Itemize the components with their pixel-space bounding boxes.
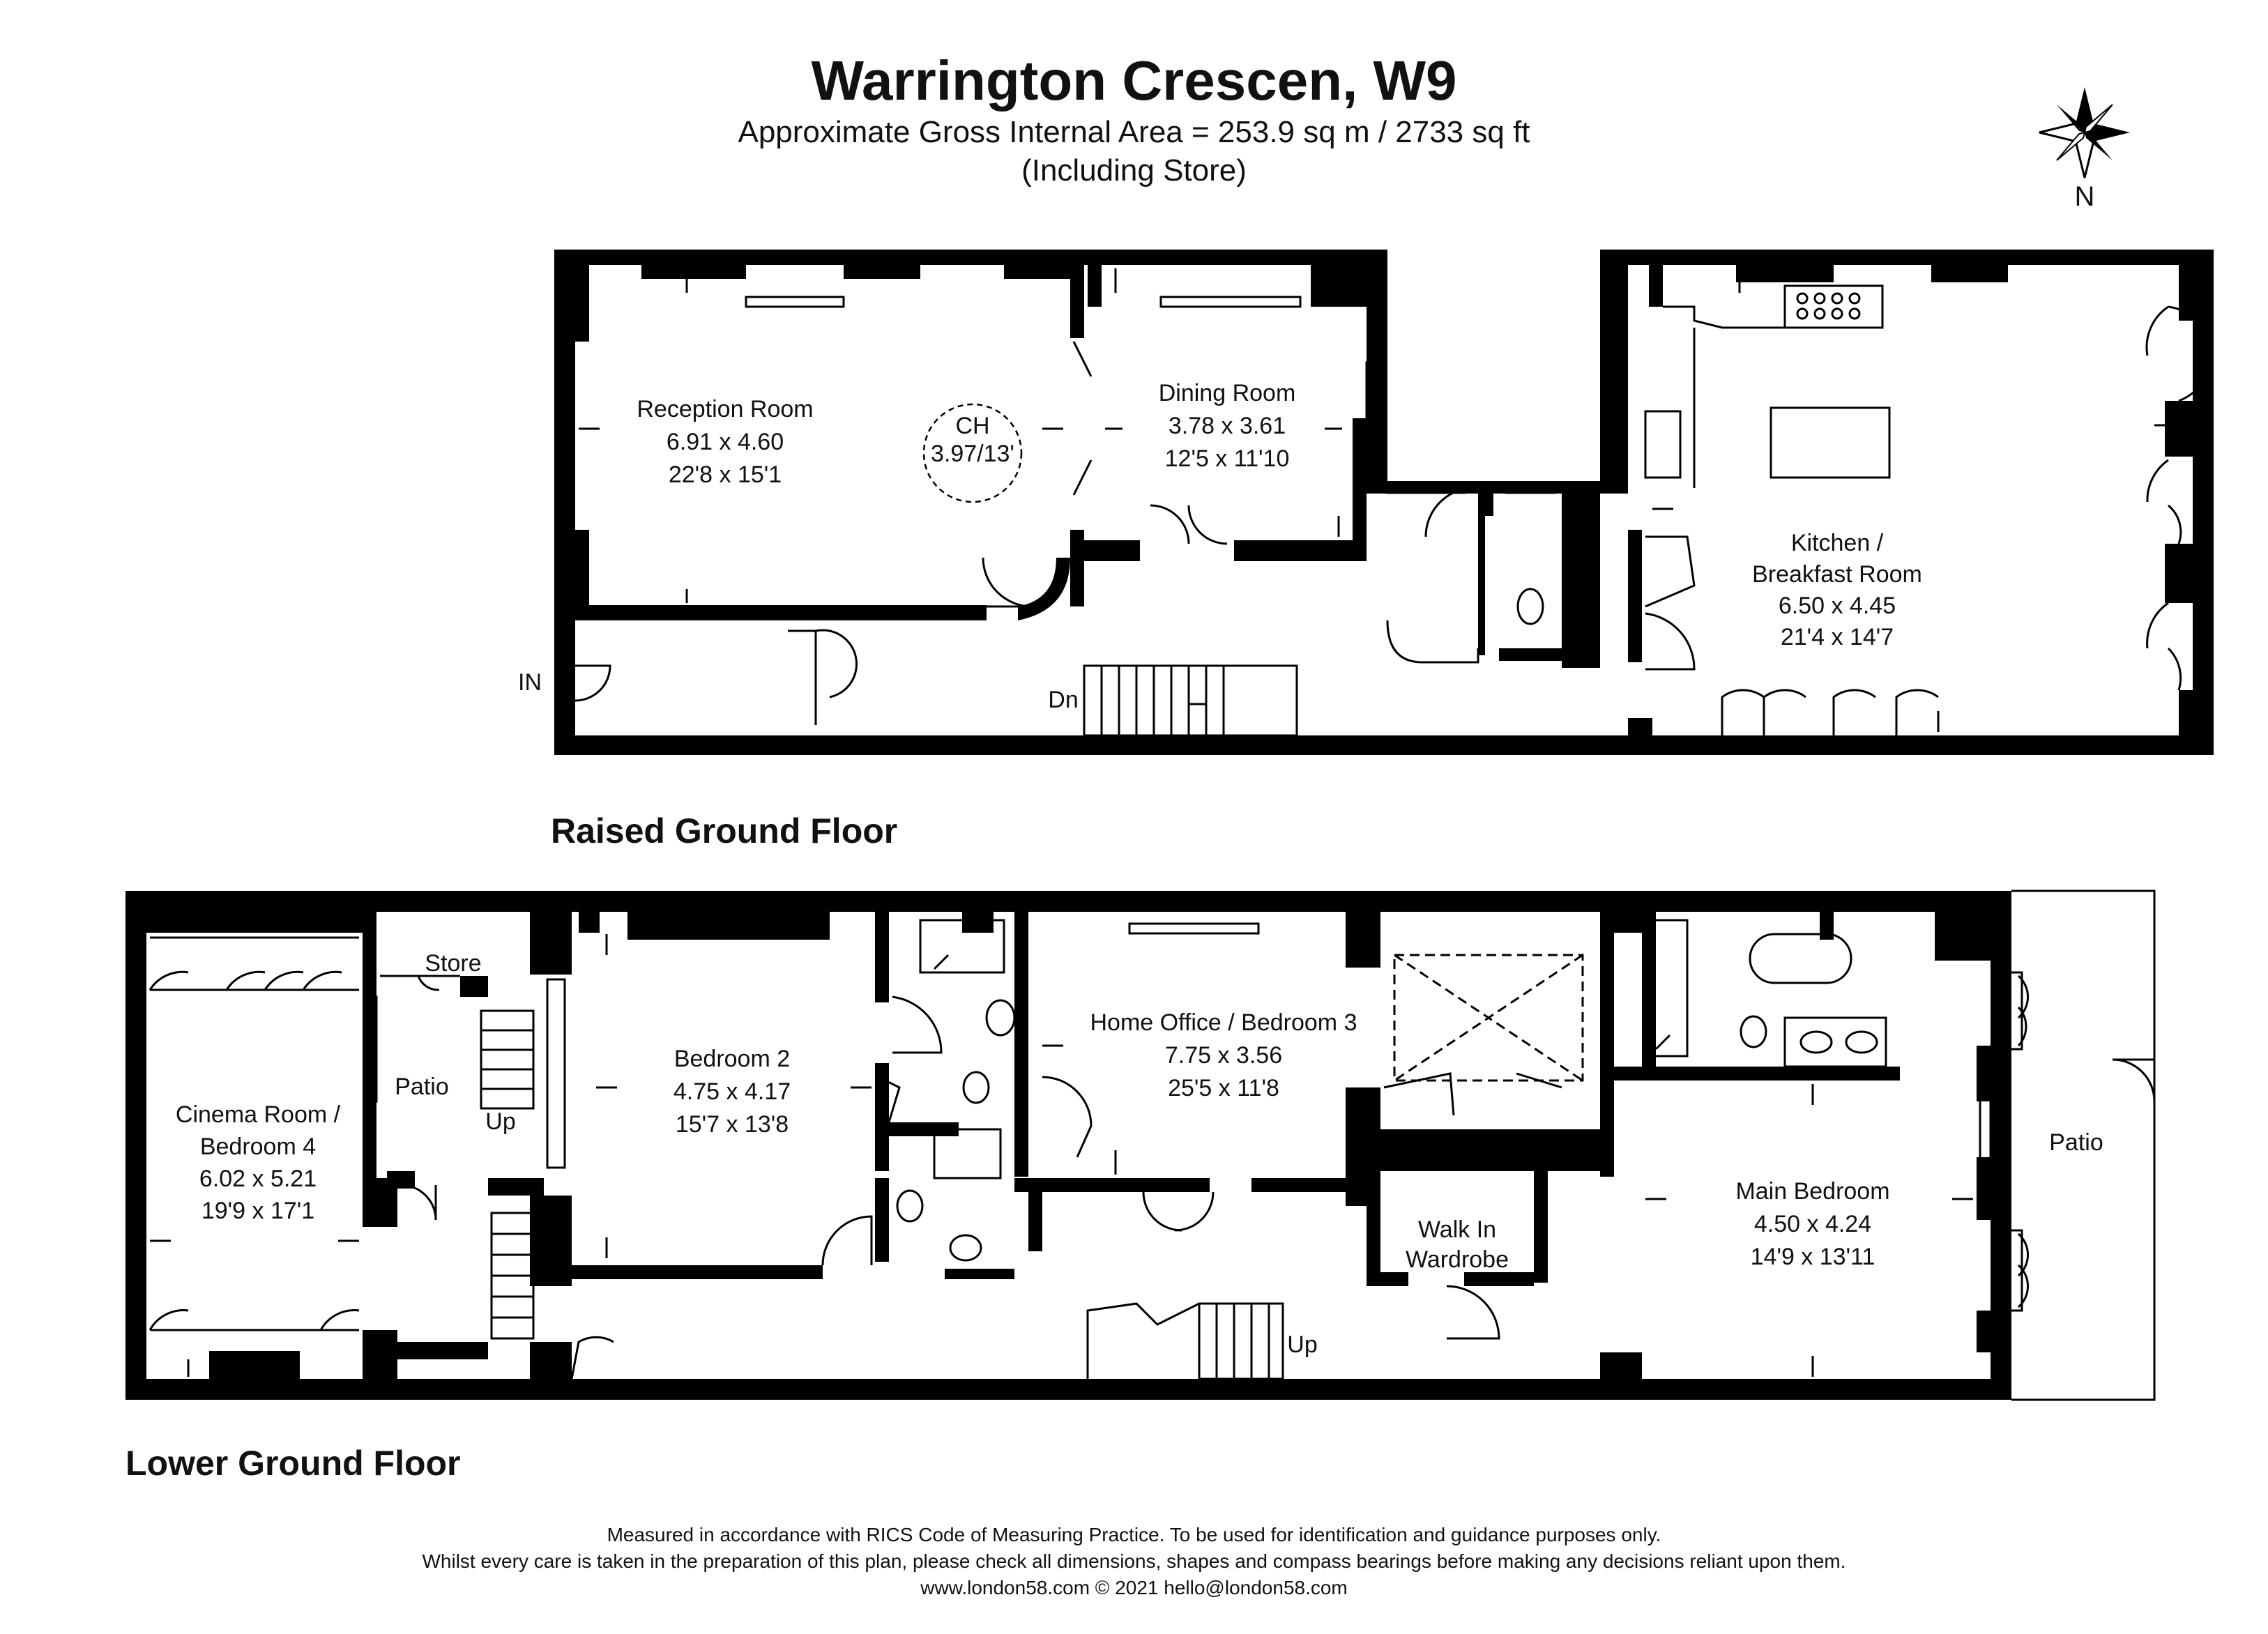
plan-title: Warrington Crescen, W9 <box>811 49 1457 112</box>
bedroom2-imperial: 15'7 x 13'8 <box>676 1111 789 1138</box>
compass-icon <box>2039 87 2130 178</box>
compass-north-label: N <box>2075 181 2095 212</box>
kitchen-name-line2: Breakfast Room <box>1752 561 1922 588</box>
kitchen-metric: 6.50 x 4.45 <box>1779 593 1896 619</box>
entrance-label: IN <box>518 669 542 696</box>
bedroom2-metric: 4.75 x 4.17 <box>673 1078 791 1105</box>
main-bedroom-metric: 4.50 x 4.24 <box>1754 1211 1871 1237</box>
patio-left-label: Patio <box>395 1074 449 1100</box>
dining-room-name: Dining Room <box>1159 380 1296 406</box>
cinema-room-metric: 6.02 x 5.21 <box>199 1166 317 1192</box>
reception-room-imperial: 22'8 x 15'1 <box>669 461 782 488</box>
raised-ground-floor-labels: Reception Room 6.91 x 4.60 22'8 x 15'1 C… <box>518 380 1922 713</box>
area-note: (Including Store) <box>1021 153 1247 188</box>
store-label: Store <box>425 950 481 977</box>
ceiling-height-label: CH <box>955 413 989 439</box>
patio-right-label: Patio <box>2049 1129 2103 1156</box>
lower-ground-floor-walls <box>125 891 2011 1400</box>
wardrobe-name-line1: Walk In <box>1418 1216 1496 1243</box>
stairs-up-right-label: Up <box>1287 1331 1317 1358</box>
stairs-up-left-label: Up <box>485 1108 515 1135</box>
lower-ground-floor-label: Lower Ground Floor <box>125 1444 461 1483</box>
wardrobe-name-line2: Wardrobe <box>1406 1246 1509 1273</box>
main-bedroom-imperial: 14'9 x 13'11 <box>1751 1244 1875 1270</box>
stairs-down-label: Dn <box>1048 687 1078 713</box>
lower-ground-floor-labels: Cinema Room / Bedroom 4 6.02 x 5.21 19'9… <box>176 950 2103 1358</box>
disclaimer-line-2: Whilst every care is taken in the prepar… <box>422 1550 1846 1572</box>
office-name: Home Office / Bedroom 3 <box>1090 1009 1357 1036</box>
kitchen-name-line1: Kitchen / <box>1791 530 1884 556</box>
disclaimer-line-1: Measured in accordance with RICS Code of… <box>607 1524 1661 1545</box>
dining-room-imperial: 12'5 x 11'10 <box>1165 445 1290 472</box>
ceiling-height-value: 3.97/13' <box>931 441 1014 467</box>
reception-room-metric: 6.91 x 4.60 <box>667 429 784 455</box>
raised-ground-floor-walls <box>554 250 2214 755</box>
main-bedroom-name: Main Bedroom <box>1735 1178 1889 1205</box>
office-metric: 7.75 x 3.56 <box>1165 1042 1282 1069</box>
raised-ground-floor-label: Raised Ground Floor <box>551 811 898 850</box>
raised-ground-floor-details <box>556 268 2212 737</box>
bedroom2-name: Bedroom 2 <box>674 1046 790 1072</box>
cinema-room-name-line2: Bedroom 4 <box>200 1133 316 1160</box>
disclaimer-footer: Measured in accordance with RICS Code of… <box>0 1522 2268 1601</box>
cinema-room-name-line1: Cinema Room / <box>176 1101 341 1128</box>
contact-line: www.london58.com © 2021 hello@london58.c… <box>920 1577 1348 1598</box>
office-imperial: 25'5 x 11'8 <box>1168 1075 1279 1101</box>
lower-ground-floor-details <box>149 889 2156 1401</box>
reception-room-name: Reception Room <box>637 396 813 422</box>
cinema-room-imperial: 19'9 x 17'1 <box>201 1198 314 1224</box>
area-subtitle: Approximate Gross Internal Area = 253.9 … <box>738 115 1530 149</box>
kitchen-imperial: 21'4 x 14'7 <box>1781 624 1894 650</box>
dining-room-metric: 3.78 x 3.61 <box>1169 413 1286 439</box>
